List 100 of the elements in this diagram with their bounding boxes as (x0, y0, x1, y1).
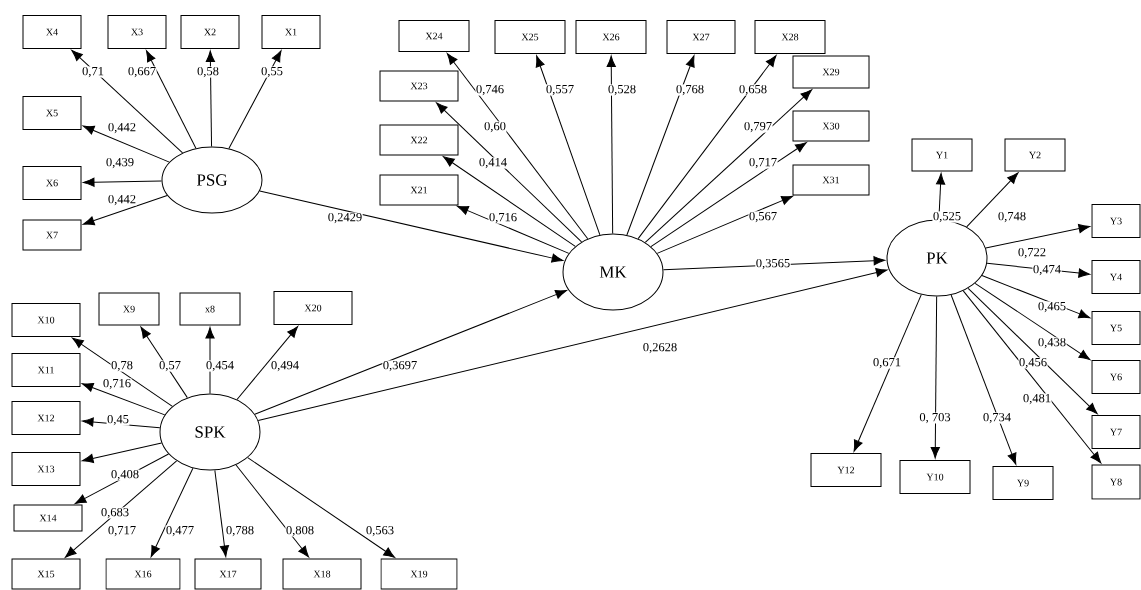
arrow (644, 89, 813, 243)
arrow (205, 327, 215, 394)
arrow (442, 156, 576, 247)
indicator-box: Y10 (899, 460, 971, 494)
indicator-box: X29 (792, 55, 870, 89)
indicator-box: X22 (379, 124, 459, 156)
arrow (967, 287, 1098, 415)
arrow (64, 460, 178, 558)
indicator-box: X13 (11, 452, 81, 486)
indicator-box: X19 (380, 558, 458, 590)
arrow (247, 457, 396, 558)
arrow (71, 49, 184, 154)
indicator-box: X15 (11, 558, 81, 590)
edge-label: 0,438 (1037, 337, 1067, 349)
arrow (235, 464, 310, 558)
edge-label: 0,797 (743, 121, 773, 133)
indicator-box: Y1 (911, 138, 973, 172)
indicator-box: X16 (105, 558, 181, 590)
edge-label: 0,528 (607, 84, 637, 96)
arrow (662, 256, 886, 271)
indicator-box: X20 (273, 291, 353, 325)
edge-label: 0,442 (107, 194, 137, 206)
indicator-box: X26 (575, 20, 647, 54)
arrow (236, 326, 299, 400)
edge-label: 0,45 (106, 414, 130, 426)
indicator-box: X23 (379, 70, 459, 102)
indicator-box: X11 (11, 353, 81, 387)
edge-label: 0,734 (982, 412, 1012, 424)
arrow (985, 224, 1091, 249)
arrow (446, 53, 589, 240)
edge-label: 0,60 (483, 121, 507, 133)
arrow (853, 294, 922, 452)
indicator-box: X5 (22, 96, 82, 130)
arrow (962, 290, 1102, 464)
edge-label: 0,477 (165, 525, 195, 537)
arrow (535, 55, 601, 236)
arrow (82, 417, 161, 429)
indicator-box: X25 (494, 20, 566, 54)
indicator-box: X31 (792, 164, 870, 196)
arrow (950, 294, 1017, 465)
indicator-box: X27 (666, 20, 736, 54)
edge-label: 0,78 (110, 360, 134, 372)
edge-label: 0,454 (205, 360, 235, 372)
arrow (81, 442, 163, 463)
indicator-box: Y5 (1091, 311, 1141, 345)
indicator-box: X10 (11, 303, 81, 337)
edge-label: 0,683 (100, 507, 130, 519)
arrow (140, 326, 188, 399)
indicator-box: X6 (22, 166, 82, 200)
arrow (966, 172, 1019, 228)
edge-label: 0,442 (107, 122, 137, 134)
indicator-box: Y8 (1091, 464, 1141, 500)
edge-label: 0,481 (1022, 393, 1052, 405)
edge-label: 0,57 (158, 360, 182, 372)
indicator-box: Y9 (992, 466, 1054, 500)
indicator-box: X30 (792, 110, 870, 142)
indicator-box: X2 (180, 15, 240, 49)
arrow (457, 205, 570, 254)
edge-label: 0,439 (105, 157, 135, 169)
arrow (436, 102, 583, 243)
arrow (259, 190, 564, 263)
edge-label: 0,788 (225, 525, 255, 537)
edge-label: 0,71 (81, 66, 105, 78)
edge-label: 0,716 (488, 212, 518, 224)
edge-label: 0,717 (748, 157, 778, 169)
edge-label: 0,567 (748, 211, 778, 223)
arrow (82, 194, 168, 226)
indicator-box: Y2 (1004, 138, 1066, 172)
indicator-box: X7 (22, 219, 82, 251)
arrow (228, 50, 282, 149)
edge-label: 0,408 (110, 469, 140, 481)
indicator-box: X24 (398, 20, 470, 52)
edge-label: 0,3697 (382, 360, 418, 372)
indicator-box: X1 (261, 15, 321, 49)
indicator-box: X28 (754, 20, 826, 54)
indicator-box: x8 (179, 292, 241, 326)
arrow (930, 296, 940, 459)
edge-label: 0,717 (107, 525, 137, 537)
edge-label: 0,667 (127, 66, 157, 78)
arrow (150, 467, 194, 558)
edge-label: 0,746 (475, 84, 505, 96)
edge-label: 0,58 (196, 66, 220, 78)
edge-label: 0,716 (102, 378, 132, 390)
indicator-box: Y4 (1091, 260, 1141, 294)
indicator-box: Y3 (1091, 204, 1141, 238)
arrow (974, 282, 1091, 361)
arrow (146, 50, 197, 149)
arrow (257, 267, 888, 421)
edge-label: 0,55 (260, 66, 284, 78)
arrow (626, 55, 695, 236)
edge-label: 0,808 (285, 525, 315, 537)
indicator-box: X12 (11, 401, 81, 435)
arrow (981, 275, 1091, 319)
edge-label: 0,563 (365, 525, 395, 537)
indicator-box: Y7 (1091, 415, 1141, 449)
arrow (656, 195, 793, 254)
arrow (606, 55, 616, 234)
edge-label: 0,671 (872, 357, 902, 369)
edge-label: 0,2429 (327, 212, 363, 224)
edge-label: 0,768 (675, 84, 705, 96)
